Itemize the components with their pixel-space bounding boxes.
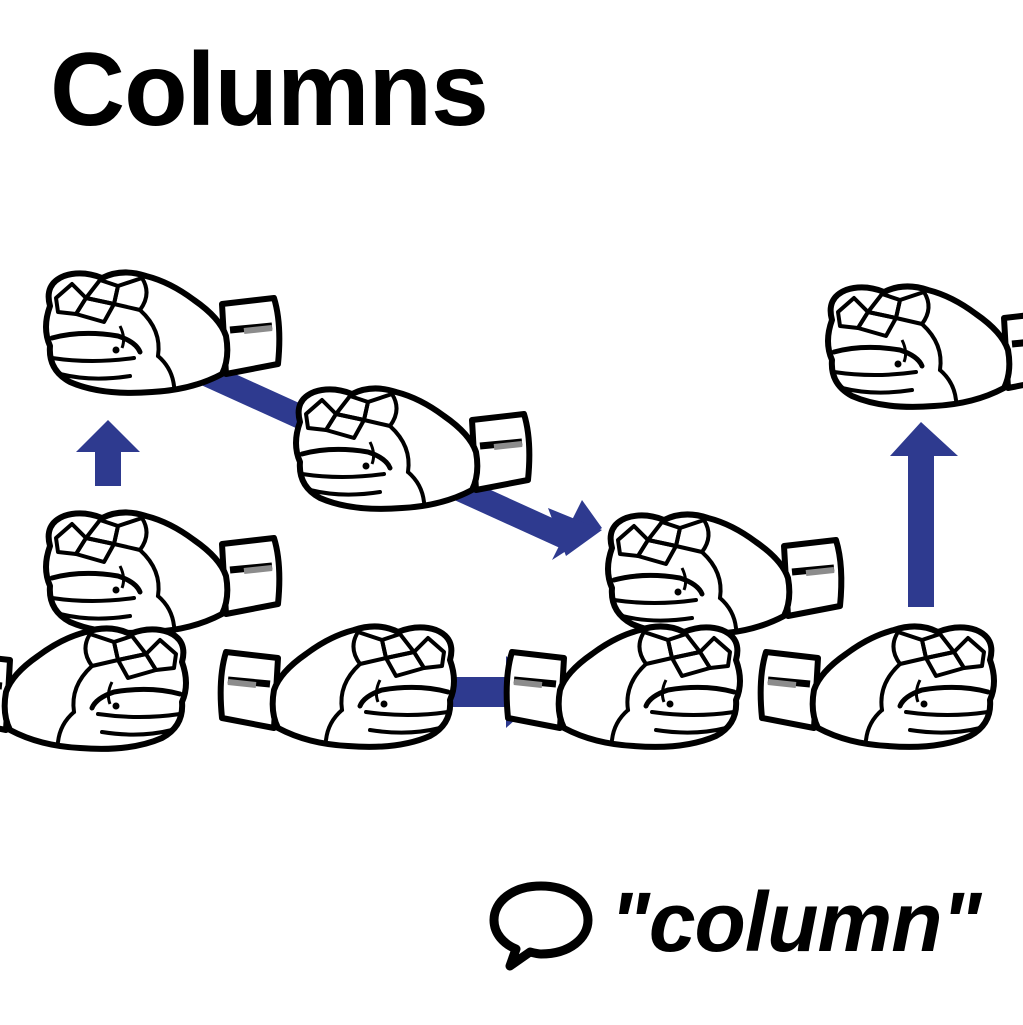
arrow-up-left [76, 420, 140, 486]
fist-sign-6 [608, 514, 841, 634]
page-title: Columns [50, 32, 489, 148]
fist-sign-2 [296, 388, 529, 508]
fist-sign-7 [507, 626, 740, 746]
caption-word: "column" [610, 875, 981, 969]
fist-sign-4 [0, 628, 186, 748]
speech-bubble-icon [489, 881, 593, 971]
fist-sign-1 [46, 272, 279, 392]
fist-sign-3 [46, 512, 279, 632]
fist-sign-8 [828, 286, 1023, 406]
fist-sign-5 [221, 626, 454, 746]
spoken-caption: "column" [486, 872, 981, 972]
arrow-up-right [890, 422, 958, 607]
fist-sign-9 [761, 626, 994, 746]
